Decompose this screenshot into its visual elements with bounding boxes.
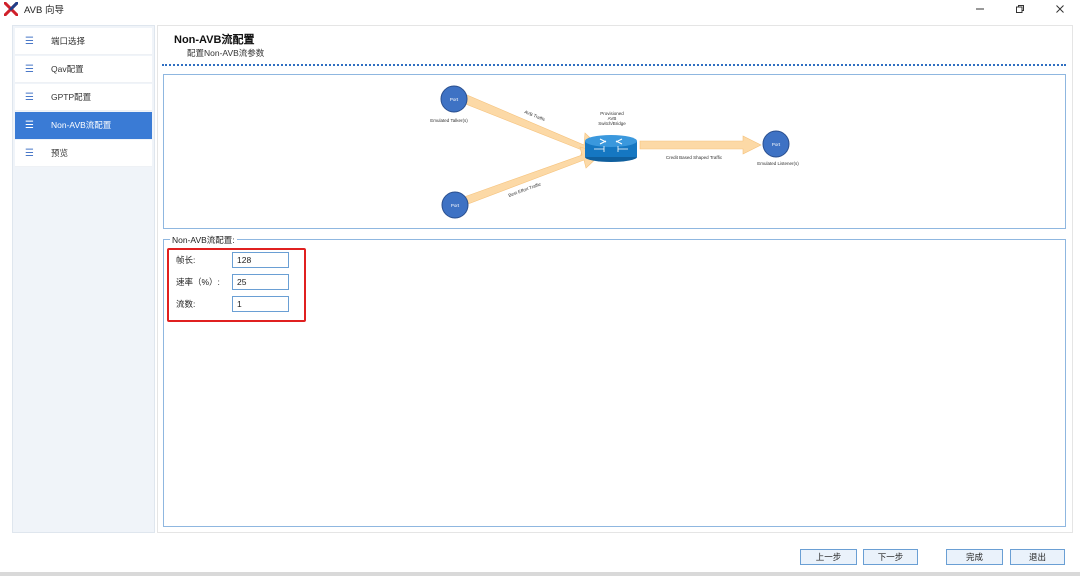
sidebar-item-label: 端口选择 [51, 36, 86, 46]
close-icon [1056, 4, 1064, 13]
exit-button[interactable]: 退出 [1010, 549, 1065, 565]
cbs-traffic-label: Credit Based Shaped Traffic [666, 155, 723, 160]
non-avb-config-group: Non-AVB流配置: 帧长: 速率（%）: 流数: [163, 234, 1066, 527]
group-legend: Non-AVB流配置: [170, 234, 237, 246]
sidebar-item-label: GPTP配置 [51, 92, 92, 102]
frame-length-input[interactable] [232, 252, 289, 268]
listener-port-label: Port [772, 142, 781, 147]
finish-button[interactable]: 完成 [946, 549, 1003, 565]
best-effort-port-node: Port [441, 191, 469, 219]
sidebar-item-qav-config[interactable]: ☰ Qav配置 [15, 56, 152, 83]
page-subtitle: 配置Non-AVB流参数 [187, 48, 265, 58]
sidebar-item-non-avb-config[interactable]: ☰ Non-AVB流配置 [15, 112, 152, 139]
switch-bridge-icon [585, 135, 637, 162]
best-effort-traffic-arrow [463, 146, 603, 205]
minimize-button[interactable] [960, 0, 1000, 17]
talker-port-label: Port [450, 97, 459, 102]
stream-count-label: 流数: [176, 299, 196, 309]
main-panel: Non-AVB流配置 配置Non-AVB流参数 Port [157, 25, 1073, 533]
sidebar-item-gptp-config[interactable]: ☰ GPTP配置 [15, 84, 152, 111]
stream-count-input[interactable] [232, 296, 289, 312]
rate-row: 速率（%）: [176, 274, 289, 290]
listener-caption: Emulated Listener(s) [757, 161, 799, 166]
list-icon: ☰ [25, 119, 34, 131]
stream-count-row: 流数: [176, 296, 289, 312]
minimize-icon [976, 8, 984, 9]
sidebar-item-label: 预览 [51, 148, 69, 158]
sidebar-item-preview[interactable]: ☰ 预览 [15, 140, 152, 167]
list-icon: ☰ [25, 91, 34, 103]
taskbar-strip [0, 572, 1080, 576]
next-step-button[interactable]: 下一步 [863, 549, 918, 565]
window-title: AVB 向导 [24, 4, 64, 16]
talker-port-node: Port [440, 85, 468, 113]
talker-caption: Emulated Talker(s) [430, 118, 468, 123]
close-button[interactable] [1040, 0, 1080, 17]
topology-diagram-svg: Port Emulated Talker(s) Port AVB Traffic… [430, 85, 799, 219]
switch-caption-line-3: Switch/Bridge [598, 121, 626, 126]
sidebar-item-label: Non-AVB流配置 [51, 120, 112, 130]
sidebar-item-port-selection[interactable]: ☰ 端口选择 [15, 28, 152, 55]
list-icon: ☰ [25, 35, 34, 47]
dotted-divider [162, 64, 1066, 66]
list-icon: ☰ [25, 63, 34, 75]
page-title: Non-AVB流配置 [174, 34, 255, 46]
topology-diagram: Port Emulated Talker(s) Port AVB Traffic… [163, 74, 1066, 229]
sidebar-item-label: Qav配置 [51, 64, 84, 74]
frame-length-row: 帧长: [176, 252, 289, 268]
frame-length-label: 帧长: [176, 255, 196, 265]
cbs-traffic-arrow [639, 135, 762, 155]
title-bar: AVB 向导 [0, 0, 1080, 17]
wizard-steps-sidebar: ☰ 端口选择 ☰ Qav配置 ☰ GPTP配置 ☰ Non-AVB流配置 ☰ 预… [12, 25, 155, 533]
restore-icon [1016, 4, 1024, 13]
rate-label: 速率（%）: [176, 277, 220, 287]
rate-input[interactable] [232, 274, 289, 290]
listener-port-node: Port [762, 130, 790, 158]
best-effort-port-label: Port [451, 203, 460, 208]
app-logo-icon [3, 1, 19, 16]
switch-caption-line-2: AVB [608, 116, 617, 121]
restore-button[interactable] [1000, 0, 1040, 17]
switch-caption-line-1: Provisioned [600, 111, 624, 116]
prev-step-button[interactable]: 上一步 [800, 549, 857, 565]
list-icon: ☰ [25, 147, 34, 159]
